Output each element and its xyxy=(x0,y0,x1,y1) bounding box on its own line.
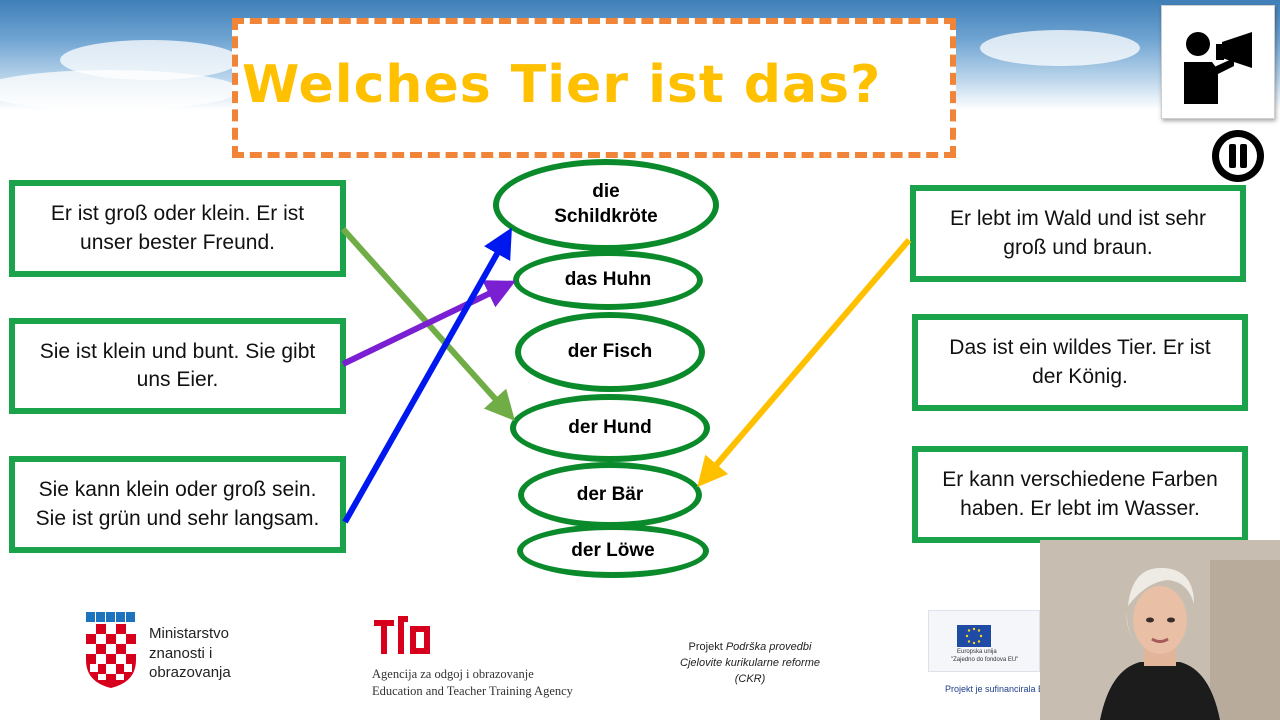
clue-left-2[interactable]: Sie ist klein und bunt. Sie gibt uns Eie… xyxy=(9,318,346,414)
ministry-name: Ministarstvo znanosti i obrazovanja xyxy=(149,625,231,681)
animal-oval-hund[interactable]: der Hund xyxy=(510,394,710,462)
presenter-megaphone-icon[interactable] xyxy=(1161,5,1275,119)
animal-label: der Löwe xyxy=(571,539,655,561)
croatian-coat-of-arms-icon xyxy=(84,612,138,688)
clue-left-1[interactable]: Er ist groß oder klein. Er ist unser bes… xyxy=(9,180,346,277)
title-frame xyxy=(232,18,956,158)
animal-oval-fisch[interactable]: der Fisch xyxy=(515,312,705,392)
clue-left-1-text: Er ist groß oder klein. Er ist unser bes… xyxy=(50,202,305,254)
arrow-turtle-to-schildkroete[interactable] xyxy=(342,227,512,524)
animal-label-line1: die xyxy=(592,181,620,203)
animal-label: das Huhn xyxy=(564,268,652,290)
slide-title: Welches Tier ist das? xyxy=(242,55,882,115)
arrow-bear-to-baer[interactable] xyxy=(697,238,912,488)
webcam-presenter-video xyxy=(1040,540,1280,720)
clue-right-3-text: Er kann verschiedene Farben haben. Er le… xyxy=(942,468,1218,520)
animal-oval-huhn[interactable]: das Huhn xyxy=(513,250,703,310)
agency-name: Agencija za odgoj i obrazovanje Educatio… xyxy=(372,667,573,698)
pause-icon xyxy=(1212,130,1264,182)
animal-label: der Hund xyxy=(568,416,652,438)
animal-oval-schildkroete[interactable]: die Schildkröte xyxy=(493,159,719,251)
clue-left-3-text: Sie kann klein oder groß sein. Sie ist g… xyxy=(35,478,320,530)
animal-oval-loewe[interactable]: der Löwe xyxy=(517,524,709,578)
animal-label-line2: Schildkröte xyxy=(554,206,658,227)
arrow-dog-to-hund[interactable] xyxy=(340,226,516,421)
clue-right-3[interactable]: Er kann verschiedene Farben haben. Er le… xyxy=(912,446,1248,543)
clue-right-1-text: Er lebt im Wald und ist sehr groß und br… xyxy=(950,207,1206,259)
clue-left-3[interactable]: Sie kann klein oder groß sein. Sie ist g… xyxy=(9,456,346,553)
clue-right-2-text: Das ist ein wildes Tier. Er ist der Köni… xyxy=(949,336,1211,388)
pause-button[interactable] xyxy=(1210,128,1266,184)
agency-logo-icon xyxy=(372,612,432,654)
animal-label: der Bär xyxy=(576,483,644,505)
arrow-chicken-to-huhn[interactable] xyxy=(341,280,516,367)
clue-right-1[interactable]: Er lebt im Wald und ist sehr groß und br… xyxy=(910,185,1246,282)
project-caption: Projekt Podrška provedbi Cjelovite kurik… xyxy=(680,641,820,685)
eu-flag-icon xyxy=(957,625,991,647)
eu-funding-logo: Europska unija "Zajedno do fondova EU" xyxy=(928,610,1040,672)
animal-label: der Fisch xyxy=(567,340,653,362)
eu-funding-caption: Projekt je sufinancirala Europ xyxy=(945,684,1063,694)
clue-left-2-text: Sie ist klein und bunt. Sie gibt uns Eie… xyxy=(39,339,316,391)
clue-right-2[interactable]: Das ist ein wildes Tier. Er ist der Köni… xyxy=(912,314,1248,411)
